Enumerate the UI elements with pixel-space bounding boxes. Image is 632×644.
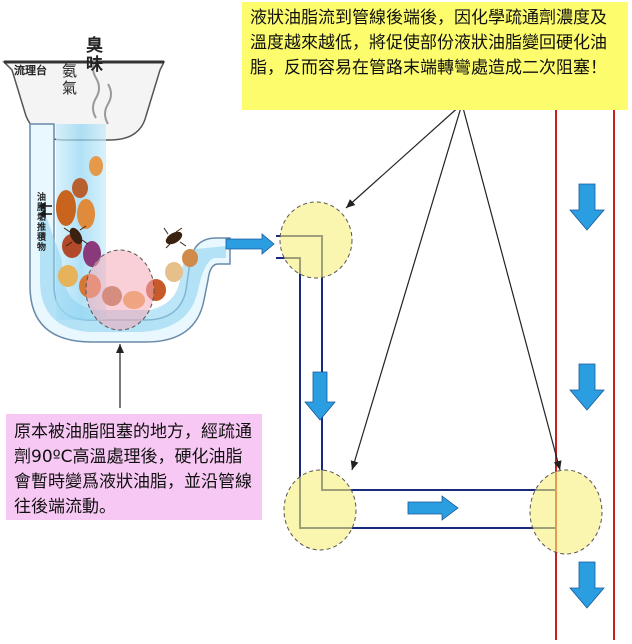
flow-arrow-icon xyxy=(569,183,605,231)
steam-icon xyxy=(92,57,112,125)
flow-arrow-icon xyxy=(569,561,605,609)
ammonia-label: 氨氣 xyxy=(60,63,78,97)
original-blockage-callout: 原本被油脂阻塞的地方，經疏通劑90ºC高溫處理後，硬化油脂會暫時變爲液狀油脂，並… xyxy=(6,414,262,520)
original-blockage-zone xyxy=(85,249,155,331)
blockage-zone xyxy=(283,469,357,551)
callout-pointer-lines xyxy=(345,103,562,471)
blockage-zone xyxy=(279,201,353,279)
downstream-blockage-callout: 液狀油脂流到管線後端後，因化學疏通劑濃度及溫度越來越低，將促使部份液狀油脂變回硬… xyxy=(242,2,628,110)
blockage-zone xyxy=(529,469,603,555)
flow-arrow-icon xyxy=(407,495,459,521)
flow-arrow-icon xyxy=(304,371,336,421)
cockroach-icon xyxy=(63,225,89,247)
sink-label: 流理台 xyxy=(14,64,47,77)
flow-arrow-icon xyxy=(225,233,275,255)
grease-arrow-icon xyxy=(38,201,52,219)
flow-arrow-icon xyxy=(569,363,605,411)
cockroach-icon xyxy=(163,227,187,249)
odor-label: 臭味 xyxy=(82,36,102,74)
grease-buildup-label: 油脂垢推積物 xyxy=(35,192,45,252)
